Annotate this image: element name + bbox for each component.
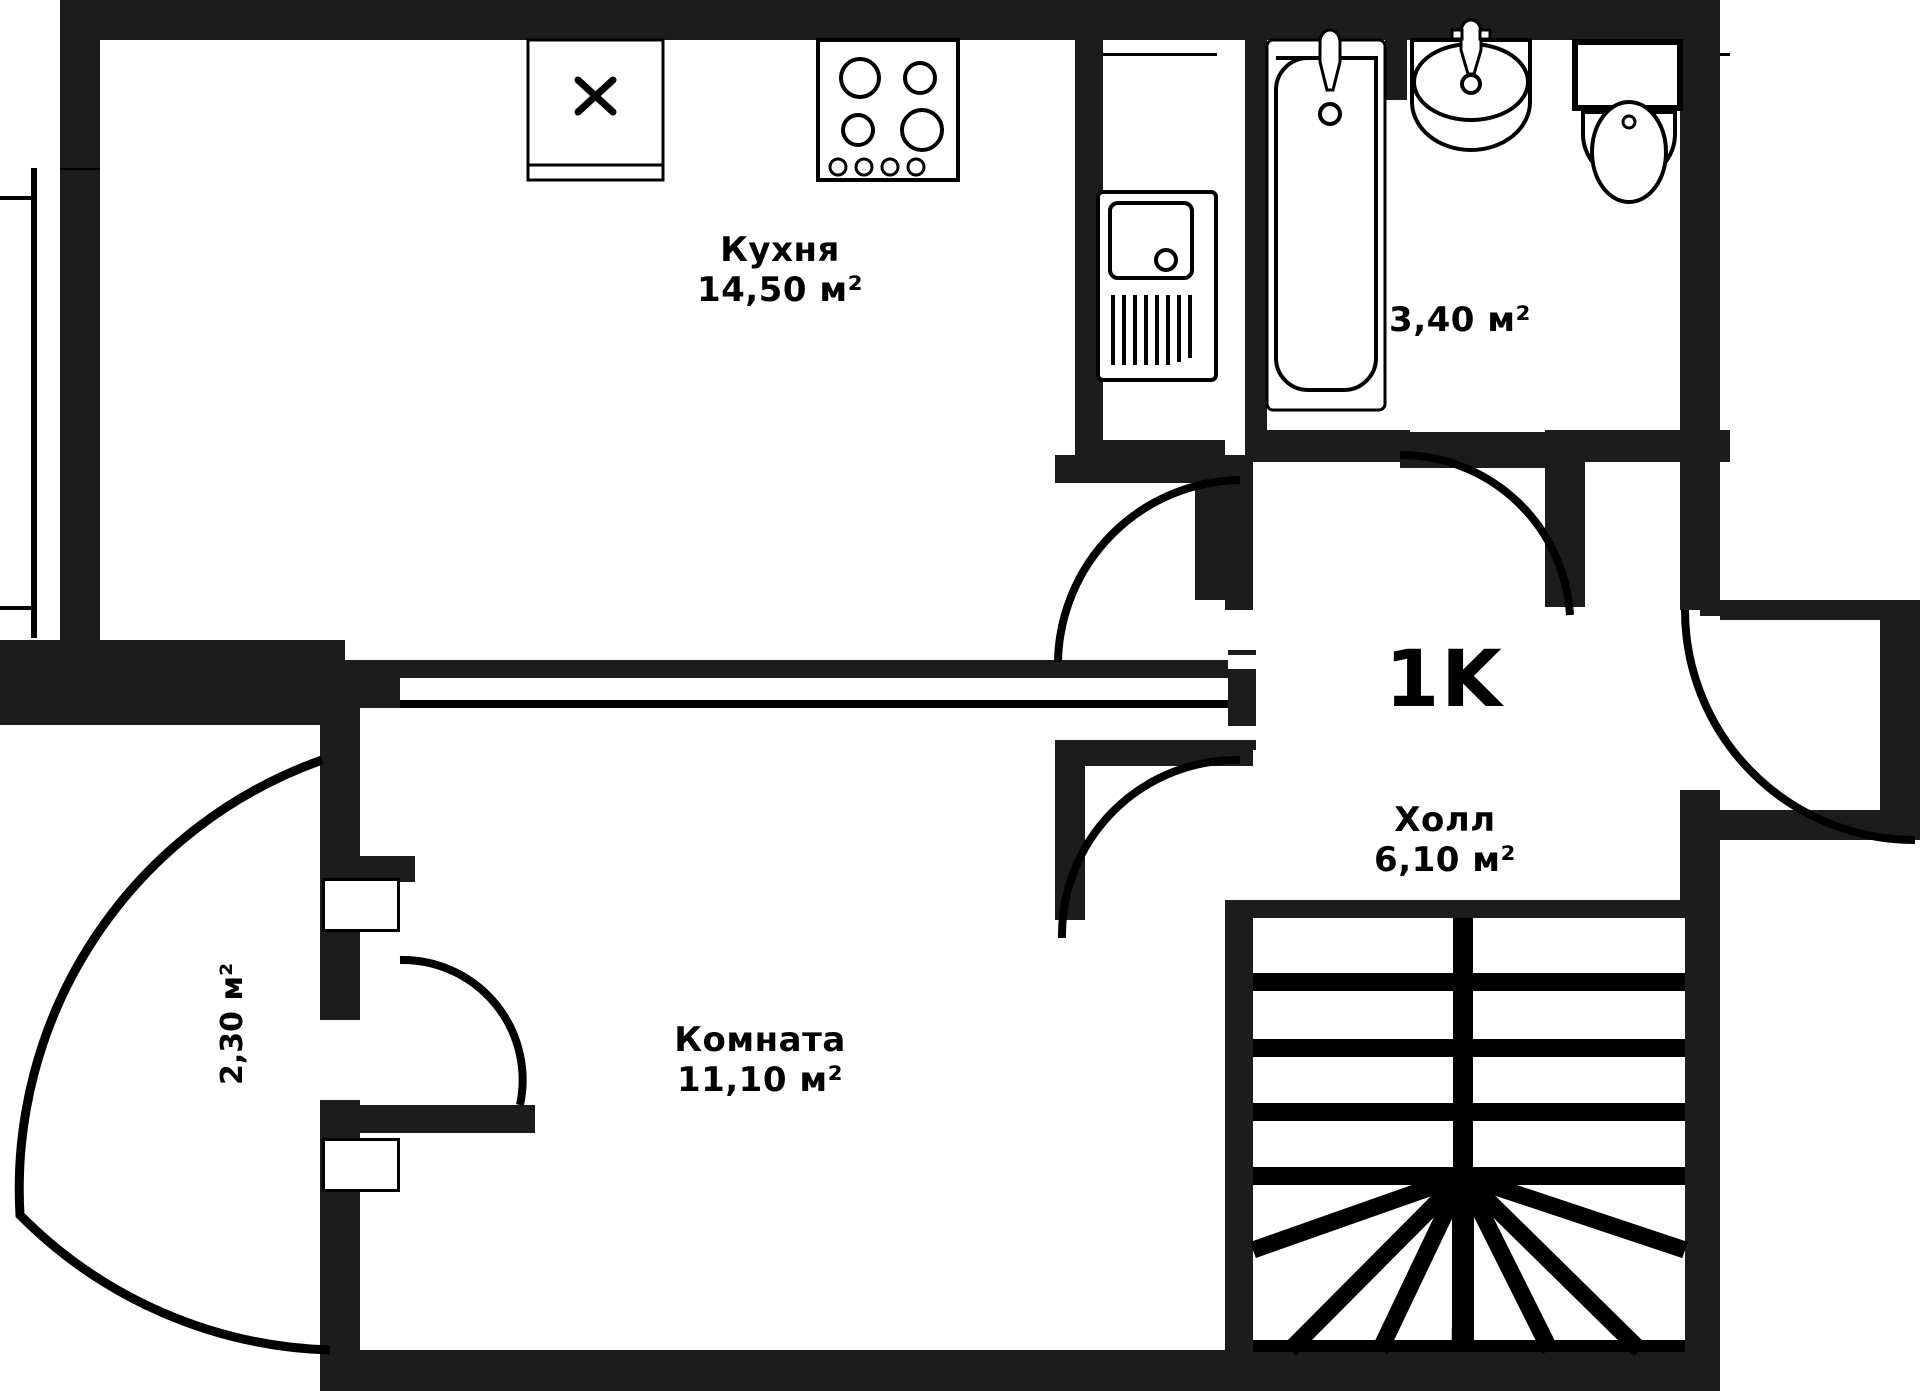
window-balcony-upper-2 — [322, 878, 400, 932]
door-gap-room-top-b — [1228, 726, 1256, 740]
window-left-sash — [0, 168, 34, 638]
wall-kitchen-right-2 — [1075, 40, 1103, 465]
wall-bathblock-right-2 — [1545, 432, 1585, 607]
wall-balcony-mid-2 — [320, 1105, 535, 1133]
wall-bath-right-2 — [1385, 40, 1407, 100]
wall-top-left-notch — [60, 0, 325, 40]
wall-hall-right-vert — [1680, 440, 1720, 610]
label-bathroom: 3,40 м² — [1330, 300, 1590, 340]
wall-right-outer-lower-2 — [1680, 800, 1720, 1390]
wall-right-bump3 — [1700, 810, 1920, 840]
window-top-right-a — [1087, 40, 1217, 56]
label-balcony-area: 2,30 м² — [215, 962, 250, 1085]
wall-stair-top — [1225, 900, 1685, 918]
label-room-area: 11,10 м² — [676, 1060, 844, 1100]
door-gap-room-top-a — [1228, 655, 1256, 669]
label-room-name: Комната — [674, 1020, 846, 1060]
label-kitchen-name: Кухня — [720, 230, 840, 270]
wall-hall-left-nib — [1055, 455, 1230, 483]
floor-wc — [1407, 40, 1680, 430]
wall-bath-left-2 — [1245, 40, 1267, 435]
label-kitchen: Кухня 14,50 м² — [590, 230, 970, 310]
window-left-sash-top — [0, 196, 34, 200]
window-balcony-lower-2 — [322, 1138, 400, 1192]
wall-hall-topright-nib — [1400, 432, 1550, 460]
wall-stair-left-2 — [1225, 900, 1253, 1390]
wall-partition-line-2 — [400, 700, 1228, 708]
kitchen-sink-icon — [1096, 190, 1218, 382]
wall-partition-2 — [400, 660, 1240, 678]
label-kitchen-area: 14,50 м² — [696, 270, 864, 310]
wall-right-bump2 — [1880, 600, 1920, 830]
wall-left-jog-2 — [0, 640, 345, 725]
window-left-sash-bot — [0, 606, 34, 610]
wall-hall-left-vert — [1225, 455, 1253, 610]
wall-top-outer-2 — [320, 0, 1720, 40]
label-bathroom-area: 3,40 м² — [1389, 300, 1531, 340]
label-hall-area: 6,10 м² — [1374, 840, 1516, 880]
wall-balcony-mid-top-2 — [320, 856, 415, 882]
staircase-icon — [1250, 918, 1688, 1357]
wall-hall-room-top-2 — [1055, 740, 1253, 766]
label-hall: Холл 6,10 м² — [1280, 800, 1610, 880]
floor-balcony — [60, 725, 320, 1185]
floor-bath — [1267, 40, 1385, 430]
wall-left-outer-top — [60, 150, 100, 170]
label-hall-name: Холл — [1394, 800, 1496, 840]
badge-1k: 1K — [1385, 635, 1504, 725]
wall-hall-room-2 — [1055, 740, 1085, 920]
window-left-line-1 — [33, 168, 37, 638]
floor-kitchen — [100, 40, 1075, 660]
wall-bottom-outer-2 — [320, 1350, 1720, 1391]
wall-bath-bot-2 — [1245, 432, 1415, 462]
label-room: Комната 11,10 м² — [540, 1020, 980, 1100]
wall-left-outer-mid-2 — [60, 170, 100, 640]
